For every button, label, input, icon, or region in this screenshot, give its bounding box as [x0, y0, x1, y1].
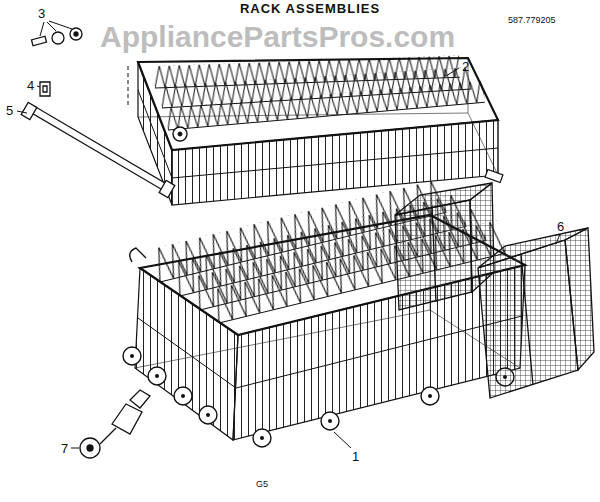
lower-rack: [123, 179, 525, 447]
lower-rack: [199, 406, 217, 424]
upper-rack: [138, 58, 498, 150]
lower-rack: [174, 387, 192, 405]
leader-line: [49, 21, 72, 29]
silverware-basket: [478, 240, 578, 398]
lower-rack: [123, 347, 514, 447]
lower-rack: [428, 394, 432, 398]
callout-number: 4: [27, 79, 34, 92]
leader-line: [17, 111, 27, 113]
leader-line: [40, 22, 44, 36]
lower-rack: [321, 412, 339, 430]
lower-rack: [130, 354, 507, 440]
small-parts: [52, 32, 64, 44]
small-parts: [30, 106, 170, 192]
upper-rack: [178, 132, 182, 136]
lower-rack: [328, 419, 332, 423]
callout-number: 5: [6, 104, 13, 117]
leader-line: [37, 86, 40, 87]
callout-number: 1: [352, 450, 359, 463]
lower-rack: [206, 413, 210, 417]
small-parts: [21, 102, 37, 119]
small-parts: [80, 438, 100, 458]
silverware-basket: [565, 228, 594, 370]
callout-number: 6: [557, 220, 564, 233]
small-parts: [21, 28, 175, 458]
lower-rack: [260, 436, 264, 440]
silverware-basket: [395, 183, 594, 398]
upper-rack: [173, 127, 187, 141]
upper-rack: [166, 80, 485, 130]
leader-line: [446, 68, 459, 76]
lower-rack: [155, 374, 159, 378]
callout-number: 3: [38, 7, 45, 20]
silverware-basket: [395, 200, 472, 310]
lower-rack: [421, 387, 439, 405]
silverware-basket: [432, 206, 436, 302]
lower-rack: [123, 347, 141, 365]
lower-rack: [135, 268, 238, 440]
small-parts: [31, 36, 46, 45]
small-parts: [74, 32, 78, 36]
upper-rack: [128, 66, 129, 108]
small-parts: [70, 28, 82, 40]
small-parts: [159, 180, 175, 197]
lower-rack: [130, 354, 134, 358]
lower-rack: [236, 316, 522, 388]
model-number: 587.779205: [508, 16, 556, 25]
silverware-basket: [521, 254, 533, 385]
leader-line: [334, 432, 351, 448]
lower-rack: [148, 367, 166, 385]
diagram-title: RACK ASSEMBLIES: [240, 2, 380, 15]
lower-rack: [253, 429, 271, 447]
leader-line: [17, 21, 560, 448]
small-parts: [40, 82, 50, 96]
watermark: AppliancePartsPros.com: [100, 22, 455, 52]
small-parts: [130, 390, 150, 408]
lower-rack: [181, 394, 185, 398]
upper-rack: [128, 55, 503, 205]
callout-number: 2: [462, 60, 469, 73]
upper-rack: [485, 170, 503, 183]
upper-rack: [166, 80, 485, 130]
leader-line: [71, 448, 79, 449]
upper-rack: [172, 148, 498, 178]
lower-rack: [130, 248, 146, 262]
figure-code: G5: [256, 480, 268, 489]
leader-line: [556, 234, 560, 244]
callout-number: 7: [61, 442, 68, 455]
lower-rack: [138, 318, 236, 388]
small-parts: [112, 404, 142, 434]
small-parts: [87, 445, 93, 451]
small-parts: [100, 428, 116, 444]
